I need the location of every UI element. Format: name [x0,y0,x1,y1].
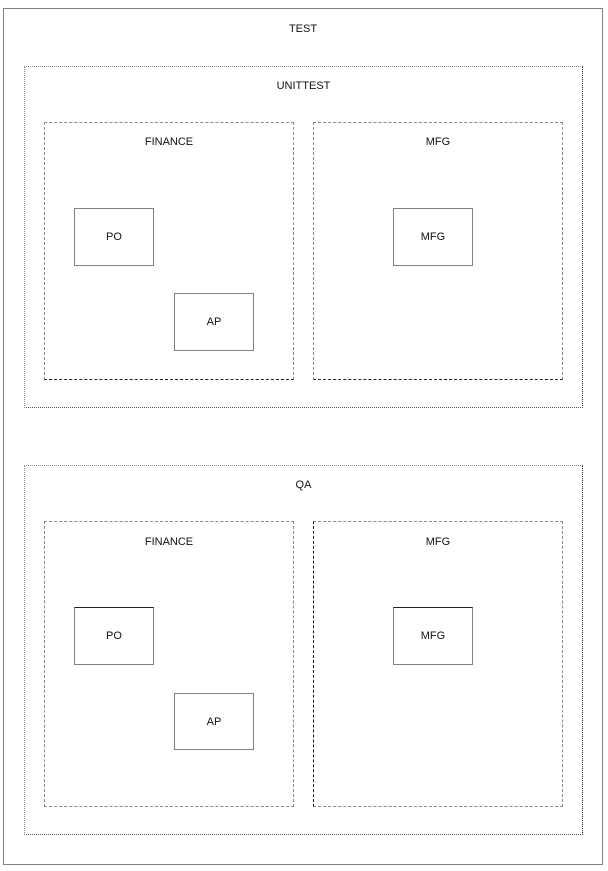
node-qa-finance-po[interactable]: PO [74,607,154,665]
group-label: FINANCE [144,536,194,548]
root-label: TEST [288,23,318,35]
node-label: AP [206,316,222,328]
node-qa-finance-ap[interactable]: AP [174,693,254,750]
node-label: PO [106,231,122,243]
node-unittest-finance-ap[interactable]: AP [174,293,254,351]
environment-unittest[interactable]: UNITTEST [24,66,583,408]
group-label: MFG [425,136,451,148]
environment-label: UNITTEST [276,80,331,92]
group-unittest-mfg[interactable]: MFG [313,122,563,380]
node-label: MFG [420,231,446,243]
node-unittest-mfg-mfg[interactable]: MFG [393,208,473,266]
root-container-test: TEST [3,8,603,865]
node-label: MFG [420,630,446,642]
node-unittest-finance-po[interactable]: PO [74,208,154,266]
group-unittest-finance[interactable]: FINANCE [44,122,294,380]
node-label: PO [106,630,122,642]
node-label: AP [206,715,222,728]
environment-label: QA [295,479,312,491]
group-qa-finance[interactable]: FINANCE [44,521,294,807]
group-qa-mfg[interactable]: MFG [313,521,563,807]
node-qa-mfg-mfg[interactable]: MFG [393,607,473,665]
group-label: FINANCE [144,136,194,148]
environment-qa[interactable]: QA [24,465,583,835]
group-label: MFG [425,536,451,548]
